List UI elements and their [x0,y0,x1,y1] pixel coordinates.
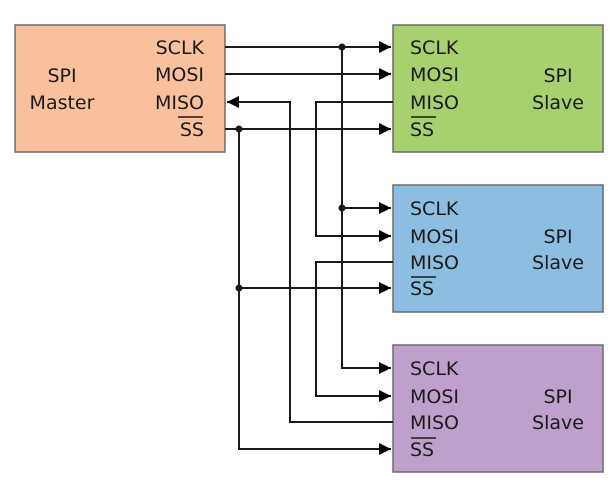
spi-slave-2-block: SCLK MOSI MISO SS SPI Slave [392,184,604,313]
spi-slave-1-block: SCLK MOSI MISO SS SPI Slave [392,24,604,153]
slave-3-title-line2: Slave [532,412,584,434]
wire-ss-bus-to-slave-3 [238,129,391,455]
slave-1-pin-ss: SS [410,119,434,141]
wire-miso-slave-3-to-master [227,96,393,423]
junction-ss-1 [235,125,243,133]
wire-sclk-bus-to-slave-3 [341,47,391,374]
slave-3-box [392,344,604,473]
spi-slave-3-block: SCLK MOSI MISO SS SPI Slave [392,344,604,473]
master-box [14,24,226,153]
slave-2-title-line2: Slave [532,252,584,274]
slave-2-pin-mosi: MOSI [410,226,459,248]
slave-1-pin-miso: MISO [410,92,459,114]
wiring [225,41,393,455]
slave-3-title-line1: SPI [543,386,572,408]
slave-1-title-line1: SPI [543,65,572,87]
slave-3-pin-miso: MISO [410,412,459,434]
master-title-line2: Master [30,92,95,114]
slave-3-pin-sclk: SCLK [410,358,459,380]
slave-3-pin-mosi: MOSI [410,386,459,408]
slave-1-title-line2: Slave [532,92,584,114]
slave-3-pin-ss: SS [410,439,434,461]
slave-2-pin-sclk: SCLK [410,198,459,220]
slave-2-box [392,184,604,313]
slave-1-pin-sclk: SCLK [410,37,459,59]
master-pin-sclk: SCLK [156,37,205,59]
master-pin-ss: SS [180,119,204,141]
junction-ss-2 [235,284,243,292]
slave-2-title-line1: SPI [543,226,572,248]
slave-1-box [392,24,604,153]
master-title-line1: SPI [47,65,76,87]
slave-2-pin-ss: SS [410,278,434,300]
wire-miso-slave-1-to-mosi-slave-2 [315,101,393,242]
junction-sclk-2 [338,204,346,212]
wire-miso-slave-2-to-mosi-slave-3 [315,261,393,402]
slave-2-pin-miso: MISO [410,252,459,274]
spi-master-block: SPI Master SCLK MOSI MISO SS [14,24,226,153]
junction-sclk-1 [338,43,346,51]
slave-1-pin-mosi: MOSI [410,64,459,86]
master-pin-mosi: MOSI [155,64,204,86]
master-pin-miso: MISO [155,92,204,114]
